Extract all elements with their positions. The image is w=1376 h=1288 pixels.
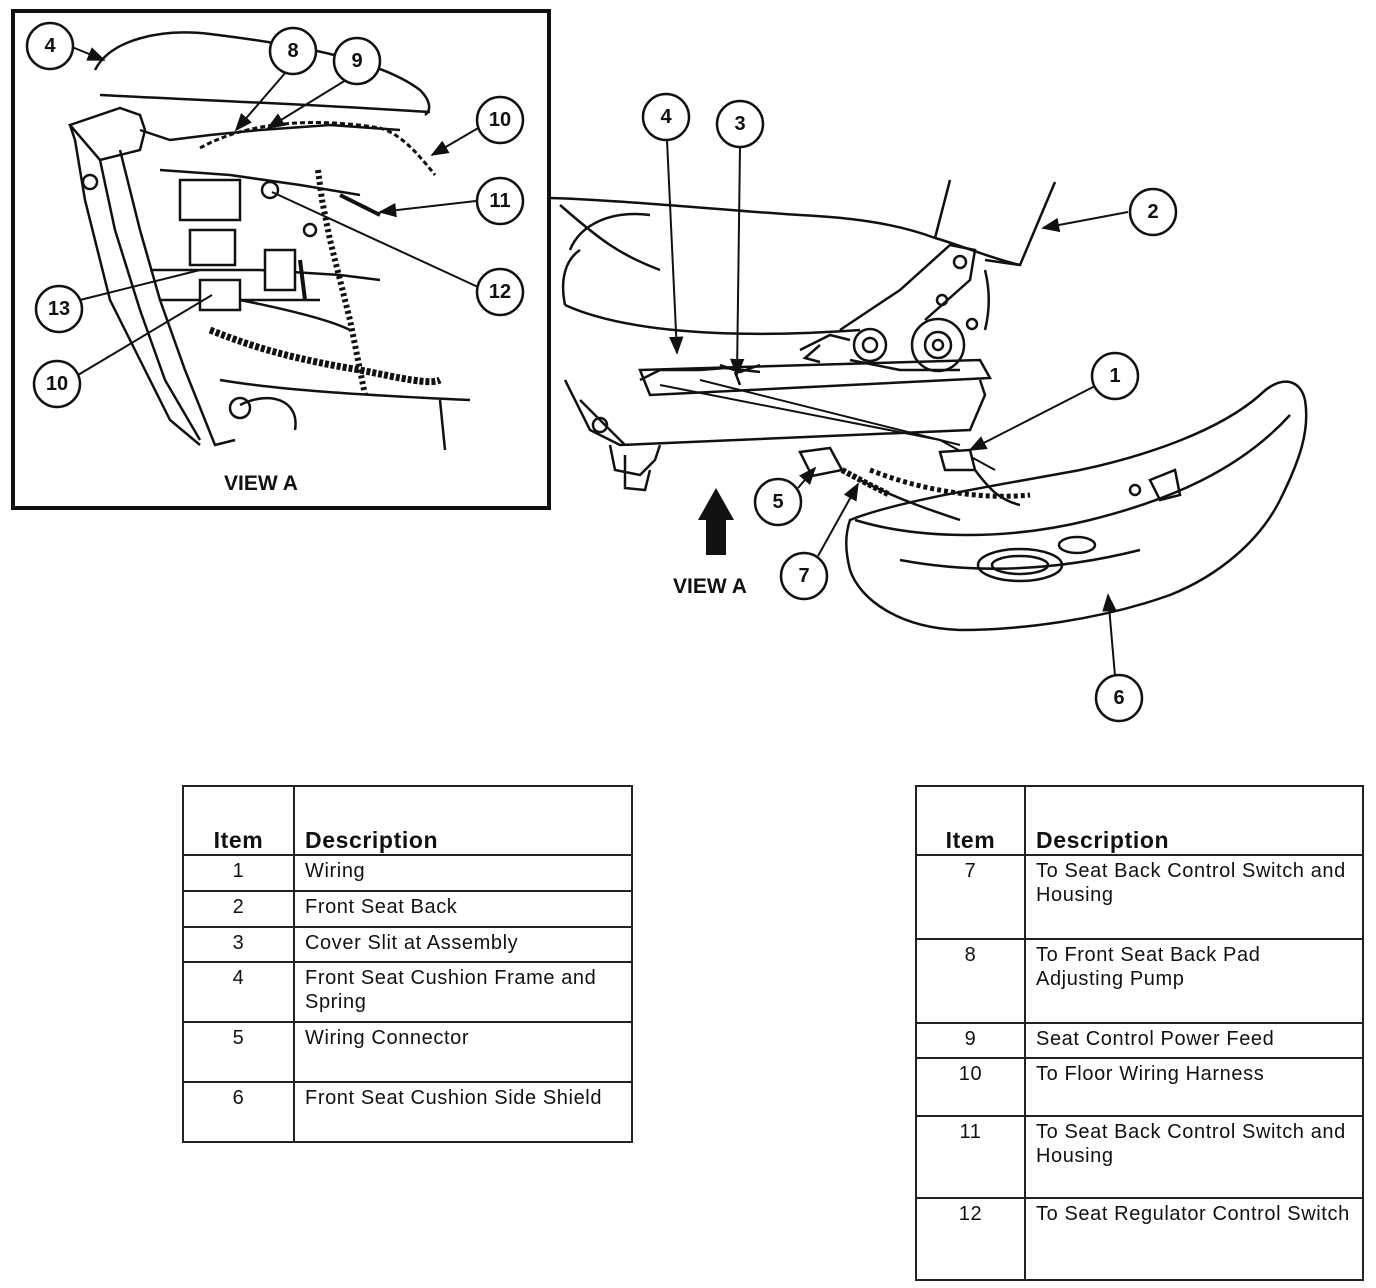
row-item: 1 [182,854,295,892]
callout-4-inset: 4 [25,21,75,71]
header-item: Item [915,785,1026,856]
callout-8-inset: 8 [268,26,318,76]
main-leaders [666,139,1129,677]
svg-text:10: 10 [489,109,511,131]
row-item: 12 [915,1197,1026,1281]
table-row: 12 To Seat Regulator Control Switch [915,1197,1364,1281]
row-item: 8 [915,938,1026,1024]
header-description: Description [293,785,633,856]
callout-1-main: 1 [1090,351,1140,401]
svg-text:4: 4 [44,35,56,57]
table-row: 5 Wiring Connector [182,1021,633,1083]
svg-text:4: 4 [660,106,672,128]
view-a-arrow: VIEW A [673,488,747,598]
legend-header-row: Item Description [182,785,633,856]
svg-text:7: 7 [798,565,809,587]
row-item: 5 [182,1021,295,1083]
table-row: 8 To Front Seat Back Pad Adjusting Pump [915,938,1364,1024]
row-description: To Seat Back Control Switch and Housing [1024,1115,1364,1199]
legend-table-left: Item Description 1 Wiring 2 Front Seat B… [182,785,633,1143]
legend-header-row: Item Description [915,785,1364,856]
table-row: 3 Cover Slit at Assembly [182,926,633,963]
row-item: 10 [915,1057,1026,1117]
table-row: 7 To Seat Back Control Switch and Housin… [915,854,1364,940]
svg-text:10: 10 [46,373,68,395]
row-description: Wiring Connector [293,1021,633,1083]
callout-2-main: 2 [1128,187,1178,237]
table-row: 4 Front Seat Cushion Frame and Spring [182,961,633,1023]
table-row: 11 To Seat Back Control Switch and Housi… [915,1115,1364,1199]
callout-3-main: 3 [715,99,765,149]
main-seat-illustration [549,179,1308,632]
table-row: 1 Wiring [182,854,633,892]
callout-10-inset-bottom: 10 [32,359,82,409]
row-description: Front Seat Back [293,890,633,928]
view-a-inset: 4 8 9 10 11 12 [11,9,551,510]
seat-wiring-diagram: 4 8 9 10 11 12 [11,9,1308,723]
row-item: 3 [182,926,295,963]
inset-view-label: VIEW A [224,472,298,495]
callout-11-inset: 11 [475,176,525,226]
inset-leaders [71,46,481,376]
row-description: Cover Slit at Assembly [293,926,633,963]
svg-text:12: 12 [489,281,511,303]
svg-text:3: 3 [734,113,745,135]
svg-text:2: 2 [1147,201,1158,223]
callout-10-inset-top: 10 [475,95,525,145]
inset-seat-back-illustration [67,31,471,451]
table-row: 9 Seat Control Power Feed [915,1022,1364,1059]
row-item: 4 [182,961,295,1023]
callout-4-main: 4 [641,92,691,142]
row-description: Seat Control Power Feed [1024,1022,1364,1059]
svg-text:1: 1 [1109,365,1120,387]
table-row: 2 Front Seat Back [182,890,633,928]
row-item: 9 [915,1022,1026,1059]
callout-9-inset: 9 [332,36,382,86]
svg-text:5: 5 [772,491,783,513]
inset-callouts: 4 8 9 10 11 12 [25,21,525,409]
header-item: Item [182,785,295,856]
row-description: To Front Seat Back Pad Adjusting Pump [1024,938,1364,1024]
callout-12-inset: 12 [475,267,525,317]
row-description: To Seat Regulator Control Switch [1024,1197,1364,1281]
svg-text:13: 13 [48,298,70,320]
svg-text:8: 8 [287,40,298,62]
callout-7-main: 7 [779,551,829,601]
legend-table-right: Item Description 7 To Seat Back Control … [915,785,1364,1281]
svg-text:6: 6 [1113,687,1124,709]
svg-text:11: 11 [489,190,510,212]
row-item: 7 [915,854,1026,940]
callout-6-main: 6 [1094,673,1144,723]
table-row: 6 Front Seat Cushion Side Shield [182,1081,633,1143]
row-description: Wiring [293,854,633,892]
callout-13-inset: 13 [34,284,84,334]
main-callouts: 4 3 2 1 5 7 6 [641,92,1178,723]
row-description: To Seat Back Control Switch and Housing [1024,854,1364,940]
main-view-label: VIEW A [673,575,747,598]
row-description: To Floor Wiring Harness [1024,1057,1364,1117]
header-description: Description [1024,785,1364,856]
row-item: 11 [915,1115,1026,1199]
table-row: 10 To Floor Wiring Harness [915,1057,1364,1117]
row-description: Front Seat Cushion Frame and Spring [293,961,633,1023]
row-description: Front Seat Cushion Side Shield [293,1081,633,1143]
callout-5-main: 5 [753,477,803,527]
row-item: 2 [182,890,295,928]
row-item: 6 [182,1081,295,1143]
svg-text:9: 9 [351,50,362,72]
